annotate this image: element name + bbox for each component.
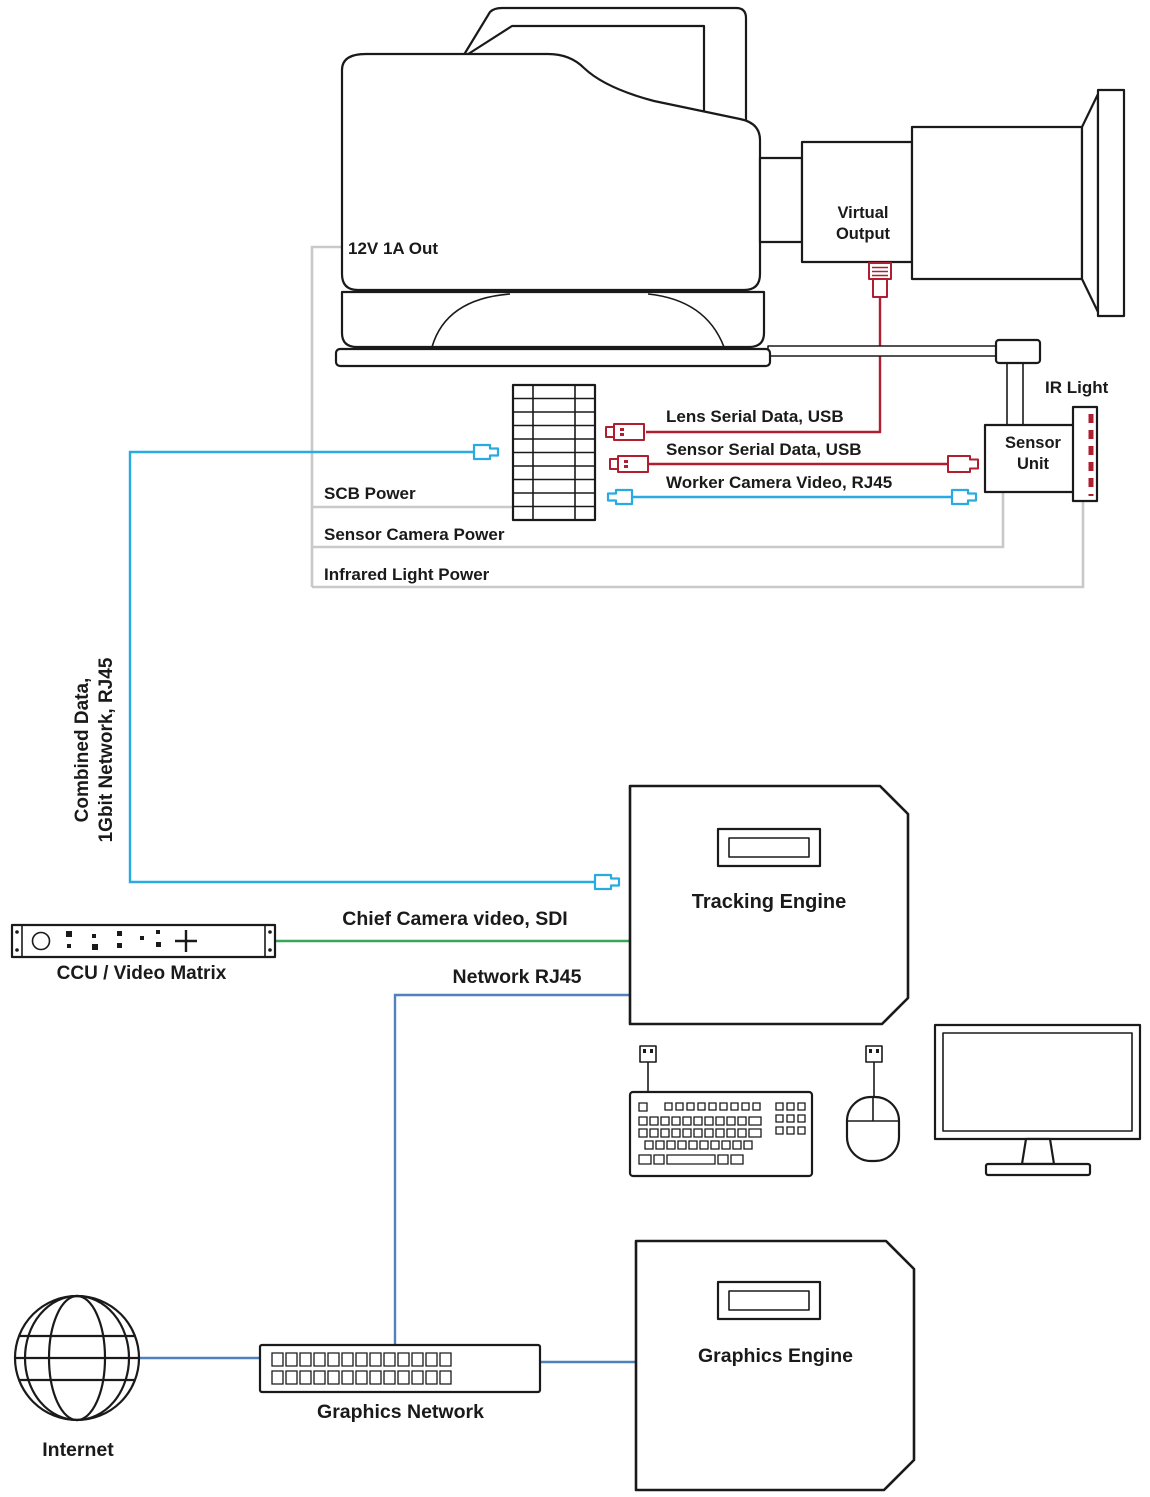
monitor-screen xyxy=(942,1032,1133,1132)
graphics-network-label: Graphics Network xyxy=(317,1401,484,1423)
camera-baseplate xyxy=(334,347,772,368)
infrared-light-power-label: Infrared Light Power xyxy=(324,565,490,584)
camera-lens-assembly xyxy=(758,88,1126,318)
graphics-network-lines xyxy=(139,1356,636,1364)
rj45-plug-worker-left xyxy=(606,488,634,506)
scb-terminal-block xyxy=(511,383,597,522)
power-lines xyxy=(310,245,1085,589)
ccu-video-matrix-unit xyxy=(10,923,277,959)
ir-light-label: IR Light xyxy=(1045,378,1109,397)
lens-serial-label: Lens Serial Data, USB xyxy=(666,407,844,426)
combined-data-label-line1: Combined Data, xyxy=(72,677,93,823)
internet-label: Internet xyxy=(42,1439,114,1461)
rj45-plug-scb xyxy=(472,443,500,461)
sensor-unit-label: Sensor Unit xyxy=(1005,434,1061,473)
graphics-engine-label: Graphics Engine xyxy=(698,1345,853,1367)
camera xyxy=(334,6,772,368)
tracking-engine-box xyxy=(628,784,910,1026)
ccu-video-matrix-label: CCU / Video Matrix xyxy=(56,963,227,984)
lens-hood-ring xyxy=(1096,88,1126,318)
sensor-unit-box xyxy=(983,423,1082,494)
infrared-light-power-line xyxy=(312,502,1085,589)
chief-camera-video-label: Chief Camera video, SDI xyxy=(342,908,568,930)
scb-power-label: SCB Power xyxy=(324,484,416,503)
usb-plug-sensor-unit xyxy=(947,455,979,473)
virtual-output-module xyxy=(800,140,914,264)
worker-video-label: Worker Camera Video, RJ45 xyxy=(666,473,893,492)
rj45-plug-tracking xyxy=(593,873,621,891)
network-rj45-line xyxy=(393,993,630,1345)
rj45-plug-worker-right xyxy=(950,488,978,506)
lens-hood-flare xyxy=(1080,92,1100,314)
usb-plug-lens-serial xyxy=(605,423,645,441)
camera-body xyxy=(340,52,762,292)
keyboard xyxy=(628,1045,814,1178)
internet-globe xyxy=(13,1294,141,1422)
camera-power-label: 12V 1A Out xyxy=(348,239,439,258)
combined-data-label: Combined Data, 1Gbit Network, RJ45 xyxy=(71,635,123,865)
mouse xyxy=(845,1045,901,1163)
camera-support-rod xyxy=(767,338,1042,426)
combined-data-network-line xyxy=(128,450,597,884)
camera-handle xyxy=(460,6,748,124)
ir-light-unit xyxy=(1071,405,1099,503)
monitor xyxy=(933,1023,1142,1177)
combined-data-label-line2: 1Gbit Network, RJ45 xyxy=(95,657,117,843)
usb-icon-keyboard xyxy=(639,1045,657,1063)
virtual-output-label: Virtual Output xyxy=(835,204,891,243)
sensor-camera-power-label: Sensor Camera Power xyxy=(324,525,505,544)
usb-plug-sensor-serial xyxy=(609,455,649,473)
network-rj45-label: Network RJ45 xyxy=(452,966,582,988)
sensor-serial-label: Sensor Serial Data, USB xyxy=(666,440,862,459)
camera-power-line xyxy=(310,245,342,587)
usb-icon-mouse xyxy=(865,1045,883,1063)
lens-serial-line xyxy=(646,297,882,434)
tracking-engine-label: Tracking Engine xyxy=(691,891,847,913)
sensor-camera-power-line xyxy=(312,492,1005,549)
graphics-engine-box xyxy=(634,1239,916,1492)
camera-wedge xyxy=(340,290,766,349)
network-switch xyxy=(258,1343,542,1394)
virtual-output-connector xyxy=(868,262,892,298)
ccu-knob xyxy=(31,931,51,951)
ccu-cross-control xyxy=(175,930,197,952)
